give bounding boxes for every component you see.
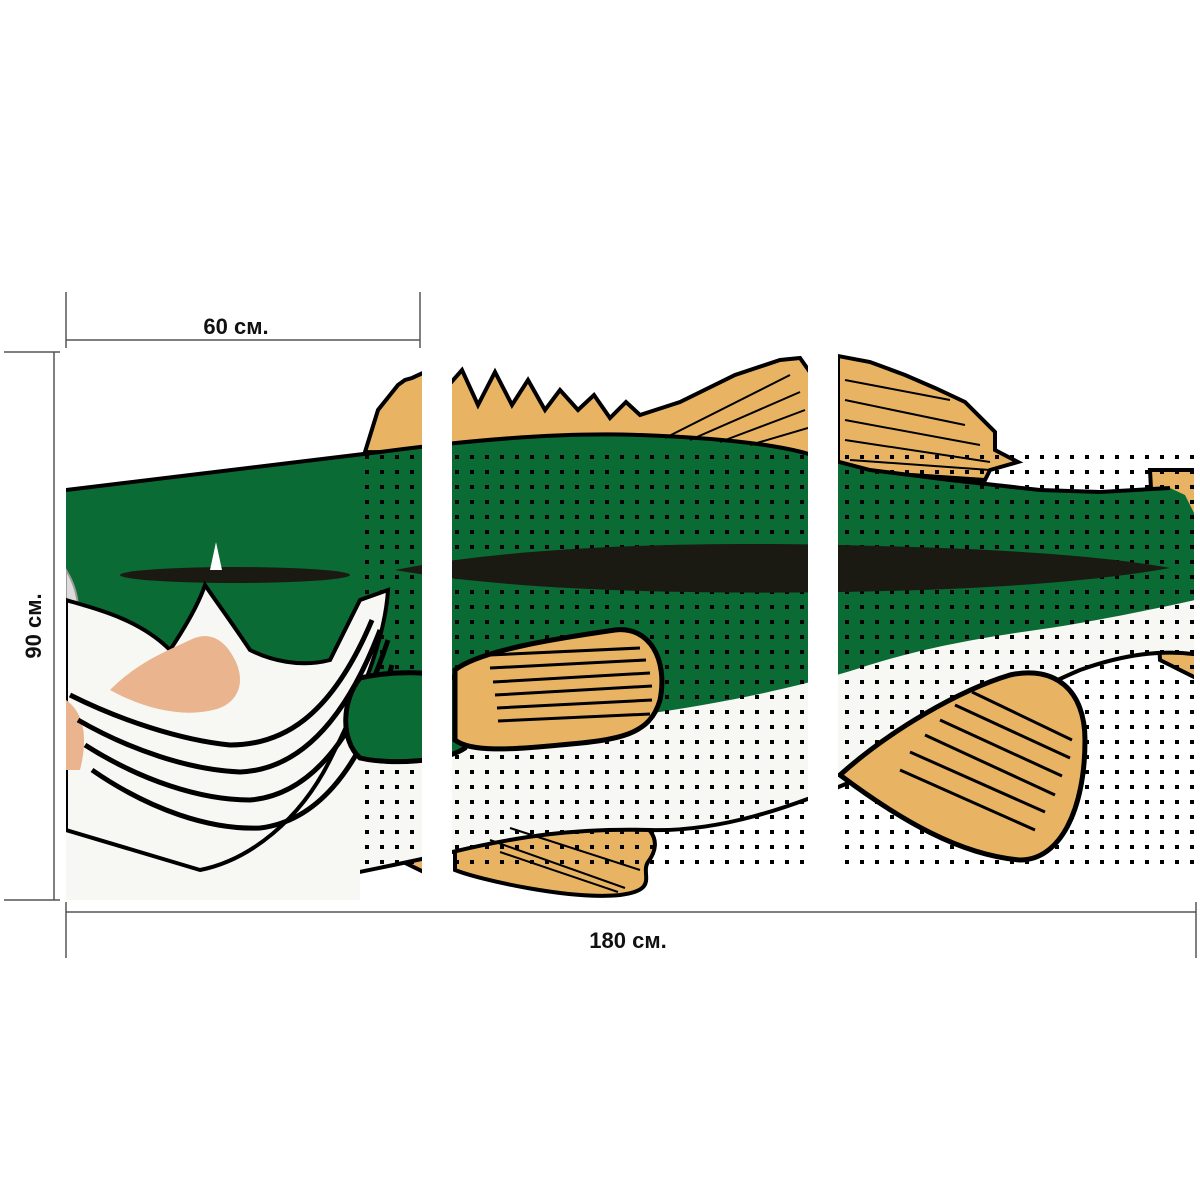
total-width-label: 180 см.	[589, 928, 667, 953]
dimension-lines	[4, 292, 1197, 958]
height-label: 90 см.	[21, 593, 46, 659]
panel-width-label: 60 см.	[203, 314, 269, 339]
